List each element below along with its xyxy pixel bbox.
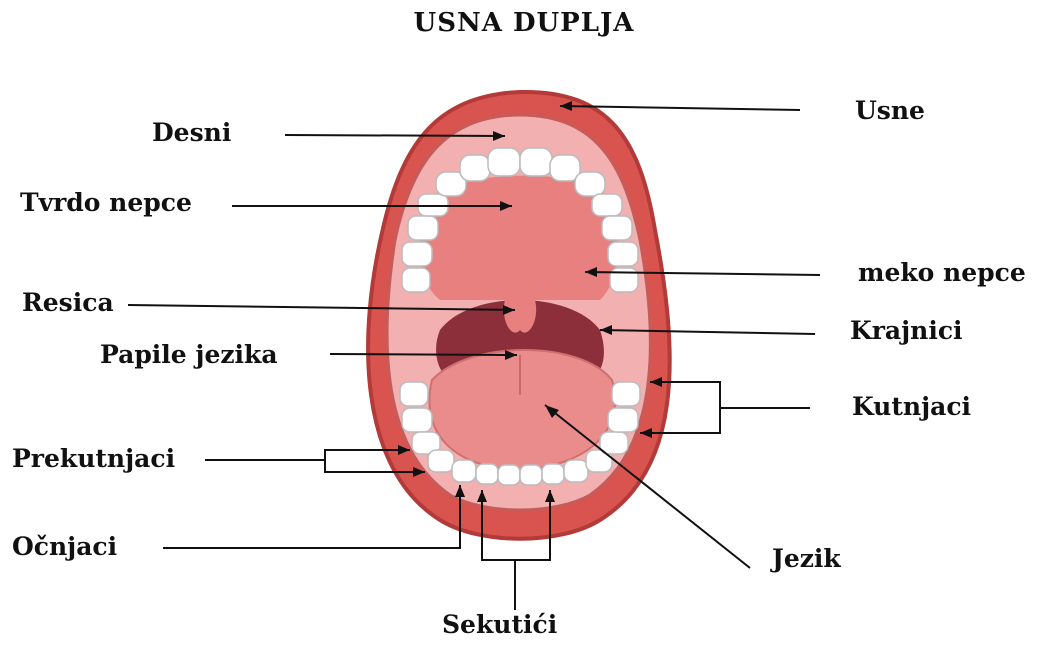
label-desni: Desni <box>152 118 231 147</box>
label-jezik: Jezik <box>772 544 841 573</box>
label-resica: Resica <box>22 288 114 317</box>
label-tvrdo-nepce: Tvrdo nepce <box>20 188 192 217</box>
label-krajnici: Krajnici <box>850 316 963 345</box>
uvula <box>504 300 536 333</box>
label-kutnjaci: Kutnjaci <box>852 392 971 421</box>
label-meko-nepce: meko nepce <box>858 258 1026 287</box>
label-papile-jezika: Papile jezika <box>100 340 278 369</box>
label-prekutnjaci: Prekutnjaci <box>12 444 175 473</box>
label-usne: Usne <box>855 96 925 125</box>
label-ocnjaci: Očnjaci <box>12 532 117 561</box>
label-sekutici: Sekutići <box>442 610 557 639</box>
